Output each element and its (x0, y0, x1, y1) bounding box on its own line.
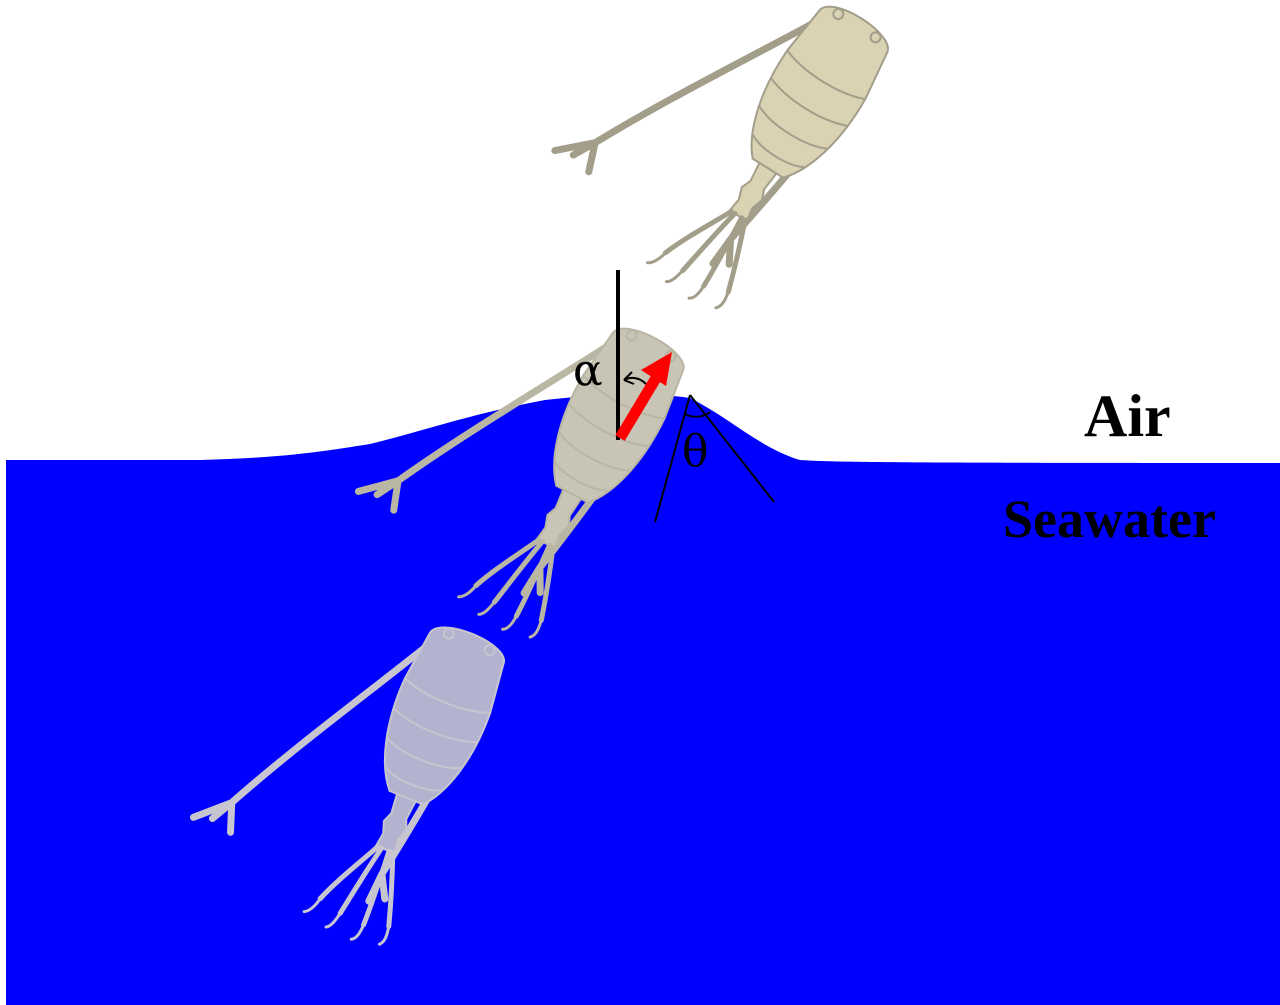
theta-label: θ (682, 426, 709, 477)
seawater-region (6, 394, 1280, 1005)
air-label: Air (1084, 383, 1171, 449)
alpha-label: α (573, 345, 603, 396)
copepod-airborne-icon (526, 0, 900, 322)
seawater-label: Seawater (1003, 489, 1216, 549)
